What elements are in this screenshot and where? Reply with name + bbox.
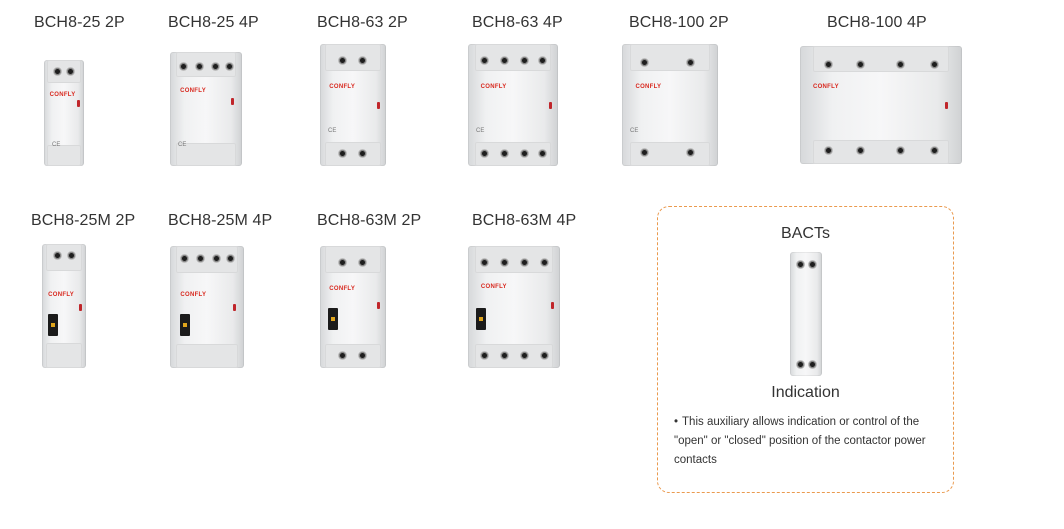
manual-switch-handle [180,314,190,336]
accessory-description: •This auxiliary allows indication or con… [674,413,944,470]
accessory-subtitle: Indication [771,384,840,401]
brand-logo: CONFLY [180,292,207,298]
product-label: BCH8-63M 4P [472,212,577,229]
product-image-bch8-63-2p: CONFLY CE [320,44,386,166]
manual-switch-handle [328,308,338,330]
product-image-bch8-63-4p: CONFLY CE [468,44,558,166]
product-label: BCH8-100 4P [827,14,927,31]
product-image-bch8-25-2p: CONFLY CE [44,60,84,166]
manual-switch-handle [476,308,486,330]
brand-logo: CONFLY [49,92,76,98]
accessory-image-bacts [782,252,830,376]
brand-logo: CONFLY [180,88,206,94]
product-label: BCH8-25M 4P [168,212,273,229]
brand-logo: CONFLY [329,84,356,90]
manual-switch-handle [48,314,58,336]
product-image-bch8-25m-4p: CONFLY [170,246,244,368]
accessory-panel: BACTs Indication •This auxiliary allows … [657,206,954,493]
accessory-title: BACTs [781,225,830,242]
product-image-bch8-25m-2p: CONFLY [42,244,86,368]
product-label: BCH8-25 4P [168,14,259,31]
brand-logo: CONFLY [480,84,507,90]
product-label: BCH8-25M 2P [31,212,136,229]
product-label: BCH8-63 2P [317,14,408,31]
product-image-bch8-63m-4p: CONFLY [468,246,560,368]
brand-logo: CONFLY [48,292,75,298]
product-label: BCH8-63M 2P [317,212,422,229]
accessory-description-text: This auxiliary allows indication or cont… [674,416,926,466]
product-label: BCH8-100 2P [629,14,729,31]
brand-logo: CONFLY [329,286,356,292]
brand-logo: CONFLY [480,284,507,290]
product-image-bch8-63m-2p: CONFLY [320,246,386,368]
brand-logo: CONFLY [635,84,662,90]
product-label: BCH8-25 2P [34,14,125,31]
product-label: BCH8-63 4P [472,14,563,31]
bullet-icon: • [674,416,679,428]
product-image-bch8-100-4p: CONFLY [800,46,962,164]
brand-logo: CONFLY [812,84,839,90]
product-image-bch8-100-2p: CONFLY CE [622,44,718,166]
product-image-bch8-25-4p: CONFLY CE [170,52,242,166]
